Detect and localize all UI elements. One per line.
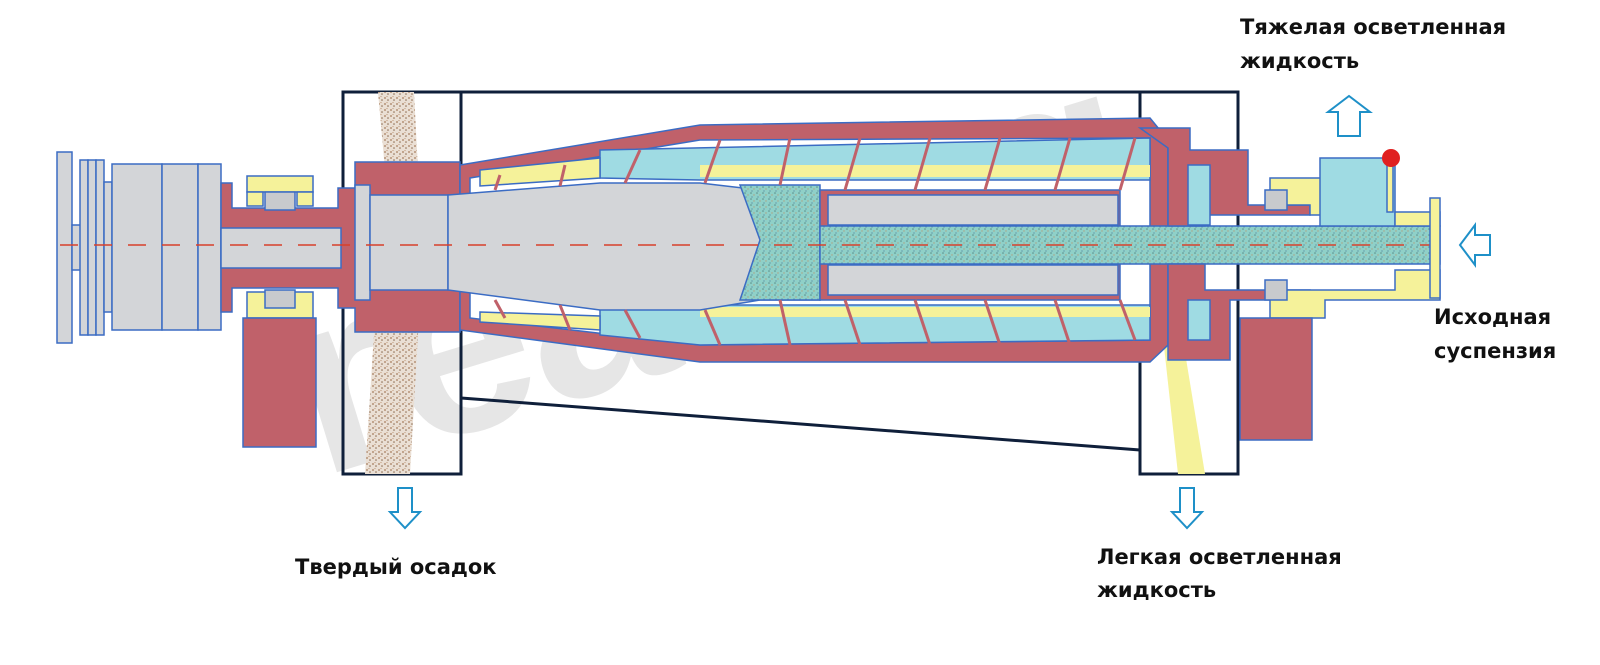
left-support-pillar [242,317,317,448]
feed-arrow-left-icon [1458,222,1491,268]
feed-label-line2: суспензия [1434,339,1557,363]
heavy-liquid-chamber [1319,157,1396,227]
light-liquid-arrow-down-icon [1169,487,1205,530]
heavy-liquid-label-line2: жидкость [1240,49,1360,73]
drive-pulley [56,151,222,344]
light-liquid-label-line1: Легкая осветленная [1097,545,1342,569]
feed-label-line1: Исходная [1434,305,1552,329]
light-liquid-label-line2: жидкость [1097,578,1217,602]
solids-arrow-down-icon [387,487,423,530]
solids-label: Твердый осадок [295,555,497,579]
right-support-pillar [1239,317,1313,441]
heavy-liquid-arrow-up-icon [1325,94,1373,137]
heavy-liquid-label-line1: Тяжелая осветленная [1240,15,1507,39]
solids-stream-top [378,92,418,170]
solids-stream-bottom [365,300,420,474]
screw-conveyor [354,137,1137,346]
right-hub [1137,127,1441,441]
valve-knob [1382,149,1400,167]
